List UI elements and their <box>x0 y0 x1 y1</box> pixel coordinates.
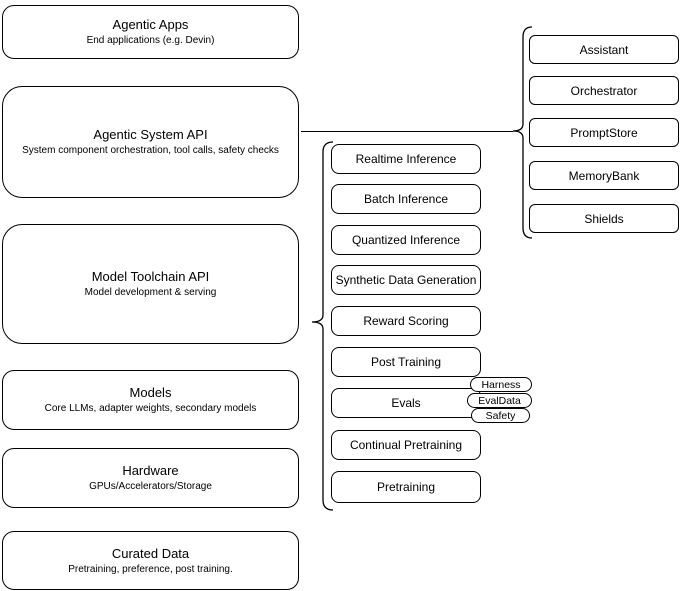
curated-data-title: Curated Data <box>111 545 190 561</box>
evals-tag-harness: Harness <box>470 377 532 392</box>
agentic-system-api-title: Agentic System API <box>93 127 208 142</box>
toolchain-item-post-training: Post Training <box>331 347 481 377</box>
evals-tag-label: EvalData <box>478 394 521 407</box>
toolchain-item-synthetic-data-generation: Synthetic Data Generation <box>331 265 481 295</box>
component-promptstore: PromptStore <box>529 118 679 147</box>
toolchain-item-label: Batch Inference <box>363 192 449 206</box>
toolchain-item-evals: Evals <box>331 388 481 418</box>
evals-tag-label: Harness <box>481 378 521 391</box>
toolchain-item-label: Evals <box>391 396 421 410</box>
toolchain-item-batch-inference: Batch Inference <box>331 184 481 214</box>
toolchain-item-label: Quantized Inference <box>351 233 461 247</box>
toolchain-item-label: Realtime Inference <box>355 152 457 166</box>
toolchain-item-realtime-inference: Realtime Inference <box>331 144 481 174</box>
toolchain-item-label: Synthetic Data Generation <box>335 273 477 287</box>
agentic-apps-box: Agentic Apps End applications (e.g. Devi… <box>2 5 299 59</box>
models-title: Models <box>129 385 172 400</box>
components-brace-icon <box>512 26 533 239</box>
connector-line <box>301 131 513 132</box>
toolchain-brace-icon <box>311 141 334 511</box>
agentic-apps-title: Agentic Apps <box>112 17 189 32</box>
toolchain-item-label: Reward Scoring <box>363 314 449 328</box>
component-orchestrator: Orchestrator <box>529 76 679 105</box>
component-label: MemoryBank <box>568 168 640 183</box>
component-label: Assistant <box>579 42 629 57</box>
model-toolchain-api-box: Model Toolchain API Model development & … <box>2 224 299 344</box>
toolchain-item-continual-pretraining: Continual Pretraining <box>331 430 481 460</box>
toolchain-item-label: Post Training <box>370 355 442 369</box>
models-subtitle: Core LLMs, adapter weights, secondary mo… <box>44 403 257 414</box>
component-label: Orchestrator <box>570 83 638 98</box>
toolchain-item-label: Pretraining <box>376 480 436 494</box>
agentic-system-api-subtitle: System component orchestration, tool cal… <box>22 145 279 156</box>
toolchain-item-pretraining: Pretraining <box>331 471 481 503</box>
models-box: Models Core LLMs, adapter weights, secon… <box>2 370 299 430</box>
hardware-title: Hardware <box>122 463 179 478</box>
curated-data-box: Curated Data Pretraining, preference, po… <box>2 531 299 590</box>
toolchain-item-quantized-inference: Quantized Inference <box>331 225 481 255</box>
component-label: PromptStore <box>570 125 638 140</box>
evals-tag-label: Safety <box>485 409 516 422</box>
hardware-subtitle: GPUs/Accelerators/Storage <box>89 481 212 492</box>
hardware-box: Hardware GPUs/Accelerators/Storage <box>2 448 299 508</box>
model-toolchain-api-subtitle: Model development & serving <box>84 287 217 298</box>
agentic-system-api-box: Agentic System API System component orch… <box>2 86 299 198</box>
component-memorybank: MemoryBank <box>529 161 679 190</box>
component-shields: Shields <box>529 204 679 233</box>
component-label: Shields <box>584 211 624 226</box>
evals-tag-evaldata: EvalData <box>467 393 532 408</box>
agentic-apps-subtitle: End applications (e.g. Devin) <box>86 35 215 46</box>
evals-tag-safety: Safety <box>471 408 530 423</box>
toolchain-item-label: Continual Pretraining <box>349 438 463 452</box>
model-toolchain-api-title: Model Toolchain API <box>91 269 210 284</box>
curated-data-subtitle: Pretraining, preference, post training. <box>68 563 233 575</box>
component-assistant: Assistant <box>529 35 679 64</box>
toolchain-item-reward-scoring: Reward Scoring <box>331 306 481 336</box>
